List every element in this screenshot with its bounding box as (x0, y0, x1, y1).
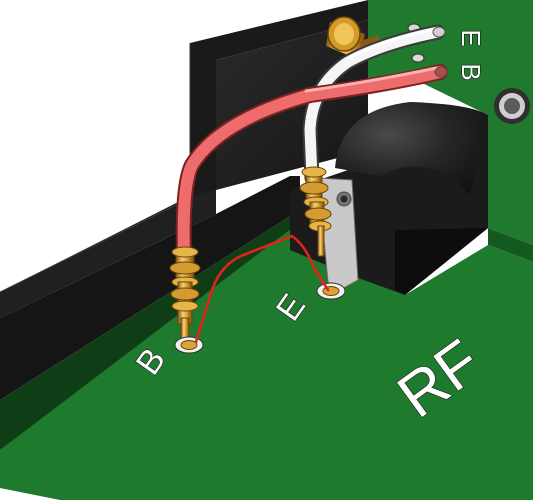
pad-b (174, 336, 204, 354)
red-jumper-wire (194, 234, 330, 344)
white-wire (302, 24, 446, 186)
header-e-label: E (456, 29, 486, 46)
white-wire-tip (432, 26, 446, 38)
pin-b (169, 246, 201, 345)
main-pcb (0, 210, 533, 500)
upper-pcb (368, 0, 533, 262)
red-wire (175, 64, 448, 263)
header-b-label: B (456, 63, 486, 80)
pin-e (299, 166, 332, 257)
transistor-body (290, 102, 488, 295)
red-wire-tip (434, 66, 448, 78)
pad-e (316, 282, 346, 300)
